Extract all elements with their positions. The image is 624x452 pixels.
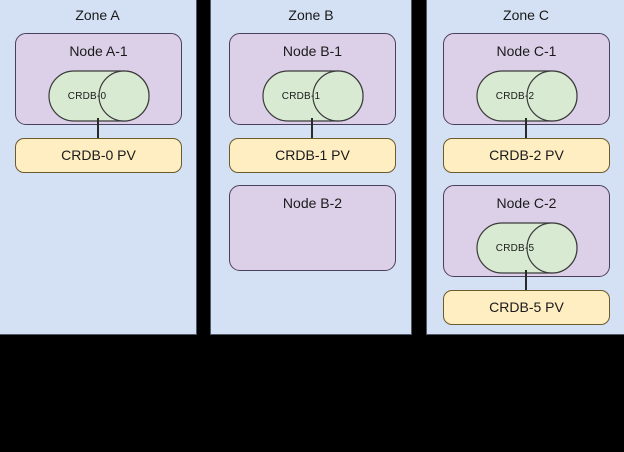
connector-node-a-1-to-pv <box>97 118 99 139</box>
node-label-b-2: Node B-2 <box>282 195 343 211</box>
pv-box-crdb-2-pv[interactable]: CRDB-2 PV <box>443 138 610 173</box>
zone-label-b: Zone B <box>288 7 334 23</box>
zone-container-b: Zone B Node B-1 CRDB-1 CRDB-1 PV Node B-… <box>210 0 412 335</box>
pv-label-crdb-2-pv: CRDB-2 PV <box>489 147 564 163</box>
zone-container-c: Zone C Node C-1 CRDB-2 CRDB-2 PV Node C-… <box>426 0 624 335</box>
database-label-crdb-1: CRDB-1 <box>281 90 321 102</box>
connector-node-b-1-to-pv <box>311 118 313 139</box>
zone-label-c: Zone C <box>503 7 549 23</box>
database-cylinder-crdb-0[interactable]: CRDB-0 <box>48 70 150 122</box>
database-cylinder-crdb-5[interactable]: CRDB-5 <box>476 222 578 274</box>
database-label-crdb-2: CRDB-2 <box>495 90 535 102</box>
node-label-b-1: Node B-1 <box>282 43 343 59</box>
node-label-c-1: Node C-1 <box>496 43 557 59</box>
node-box-b-2[interactable]: Node B-2 <box>229 185 396 271</box>
database-label-crdb-0: CRDB-0 <box>67 90 107 102</box>
pv-box-crdb-1-pv[interactable]: CRDB-1 PV <box>229 138 396 173</box>
pv-label-crdb-0-pv: CRDB-0 PV <box>61 147 136 163</box>
node-box-b-1[interactable]: Node B-1 CRDB-1 <box>229 33 396 125</box>
node-box-c-2[interactable]: Node C-2 CRDB-5 <box>443 185 610 277</box>
pv-box-crdb-0-pv[interactable]: CRDB-0 PV <box>15 138 182 173</box>
pv-label-crdb-1-pv: CRDB-1 PV <box>275 147 350 163</box>
connector-node-c-2-to-pv <box>525 270 527 291</box>
zone-container-a: Zone A Node A-1 CRDB-0 CRDB-0 PV <box>0 0 197 335</box>
pv-label-crdb-5-pv: CRDB-5 PV <box>489 299 564 315</box>
node-box-c-1[interactable]: Node C-1 CRDB-2 <box>443 33 610 125</box>
node-label-a-1: Node A-1 <box>69 43 128 59</box>
database-cylinder-crdb-1[interactable]: CRDB-1 <box>262 70 364 122</box>
connector-node-c-1-to-pv <box>525 118 527 139</box>
database-label-crdb-5: CRDB-5 <box>495 242 535 254</box>
database-cylinder-crdb-2[interactable]: CRDB-2 <box>476 70 578 122</box>
node-label-c-2: Node C-2 <box>496 195 557 211</box>
pv-box-crdb-5-pv[interactable]: CRDB-5 PV <box>443 290 610 325</box>
zone-label-a: Zone A <box>75 7 120 23</box>
node-box-a-1[interactable]: Node A-1 CRDB-0 <box>15 33 182 125</box>
